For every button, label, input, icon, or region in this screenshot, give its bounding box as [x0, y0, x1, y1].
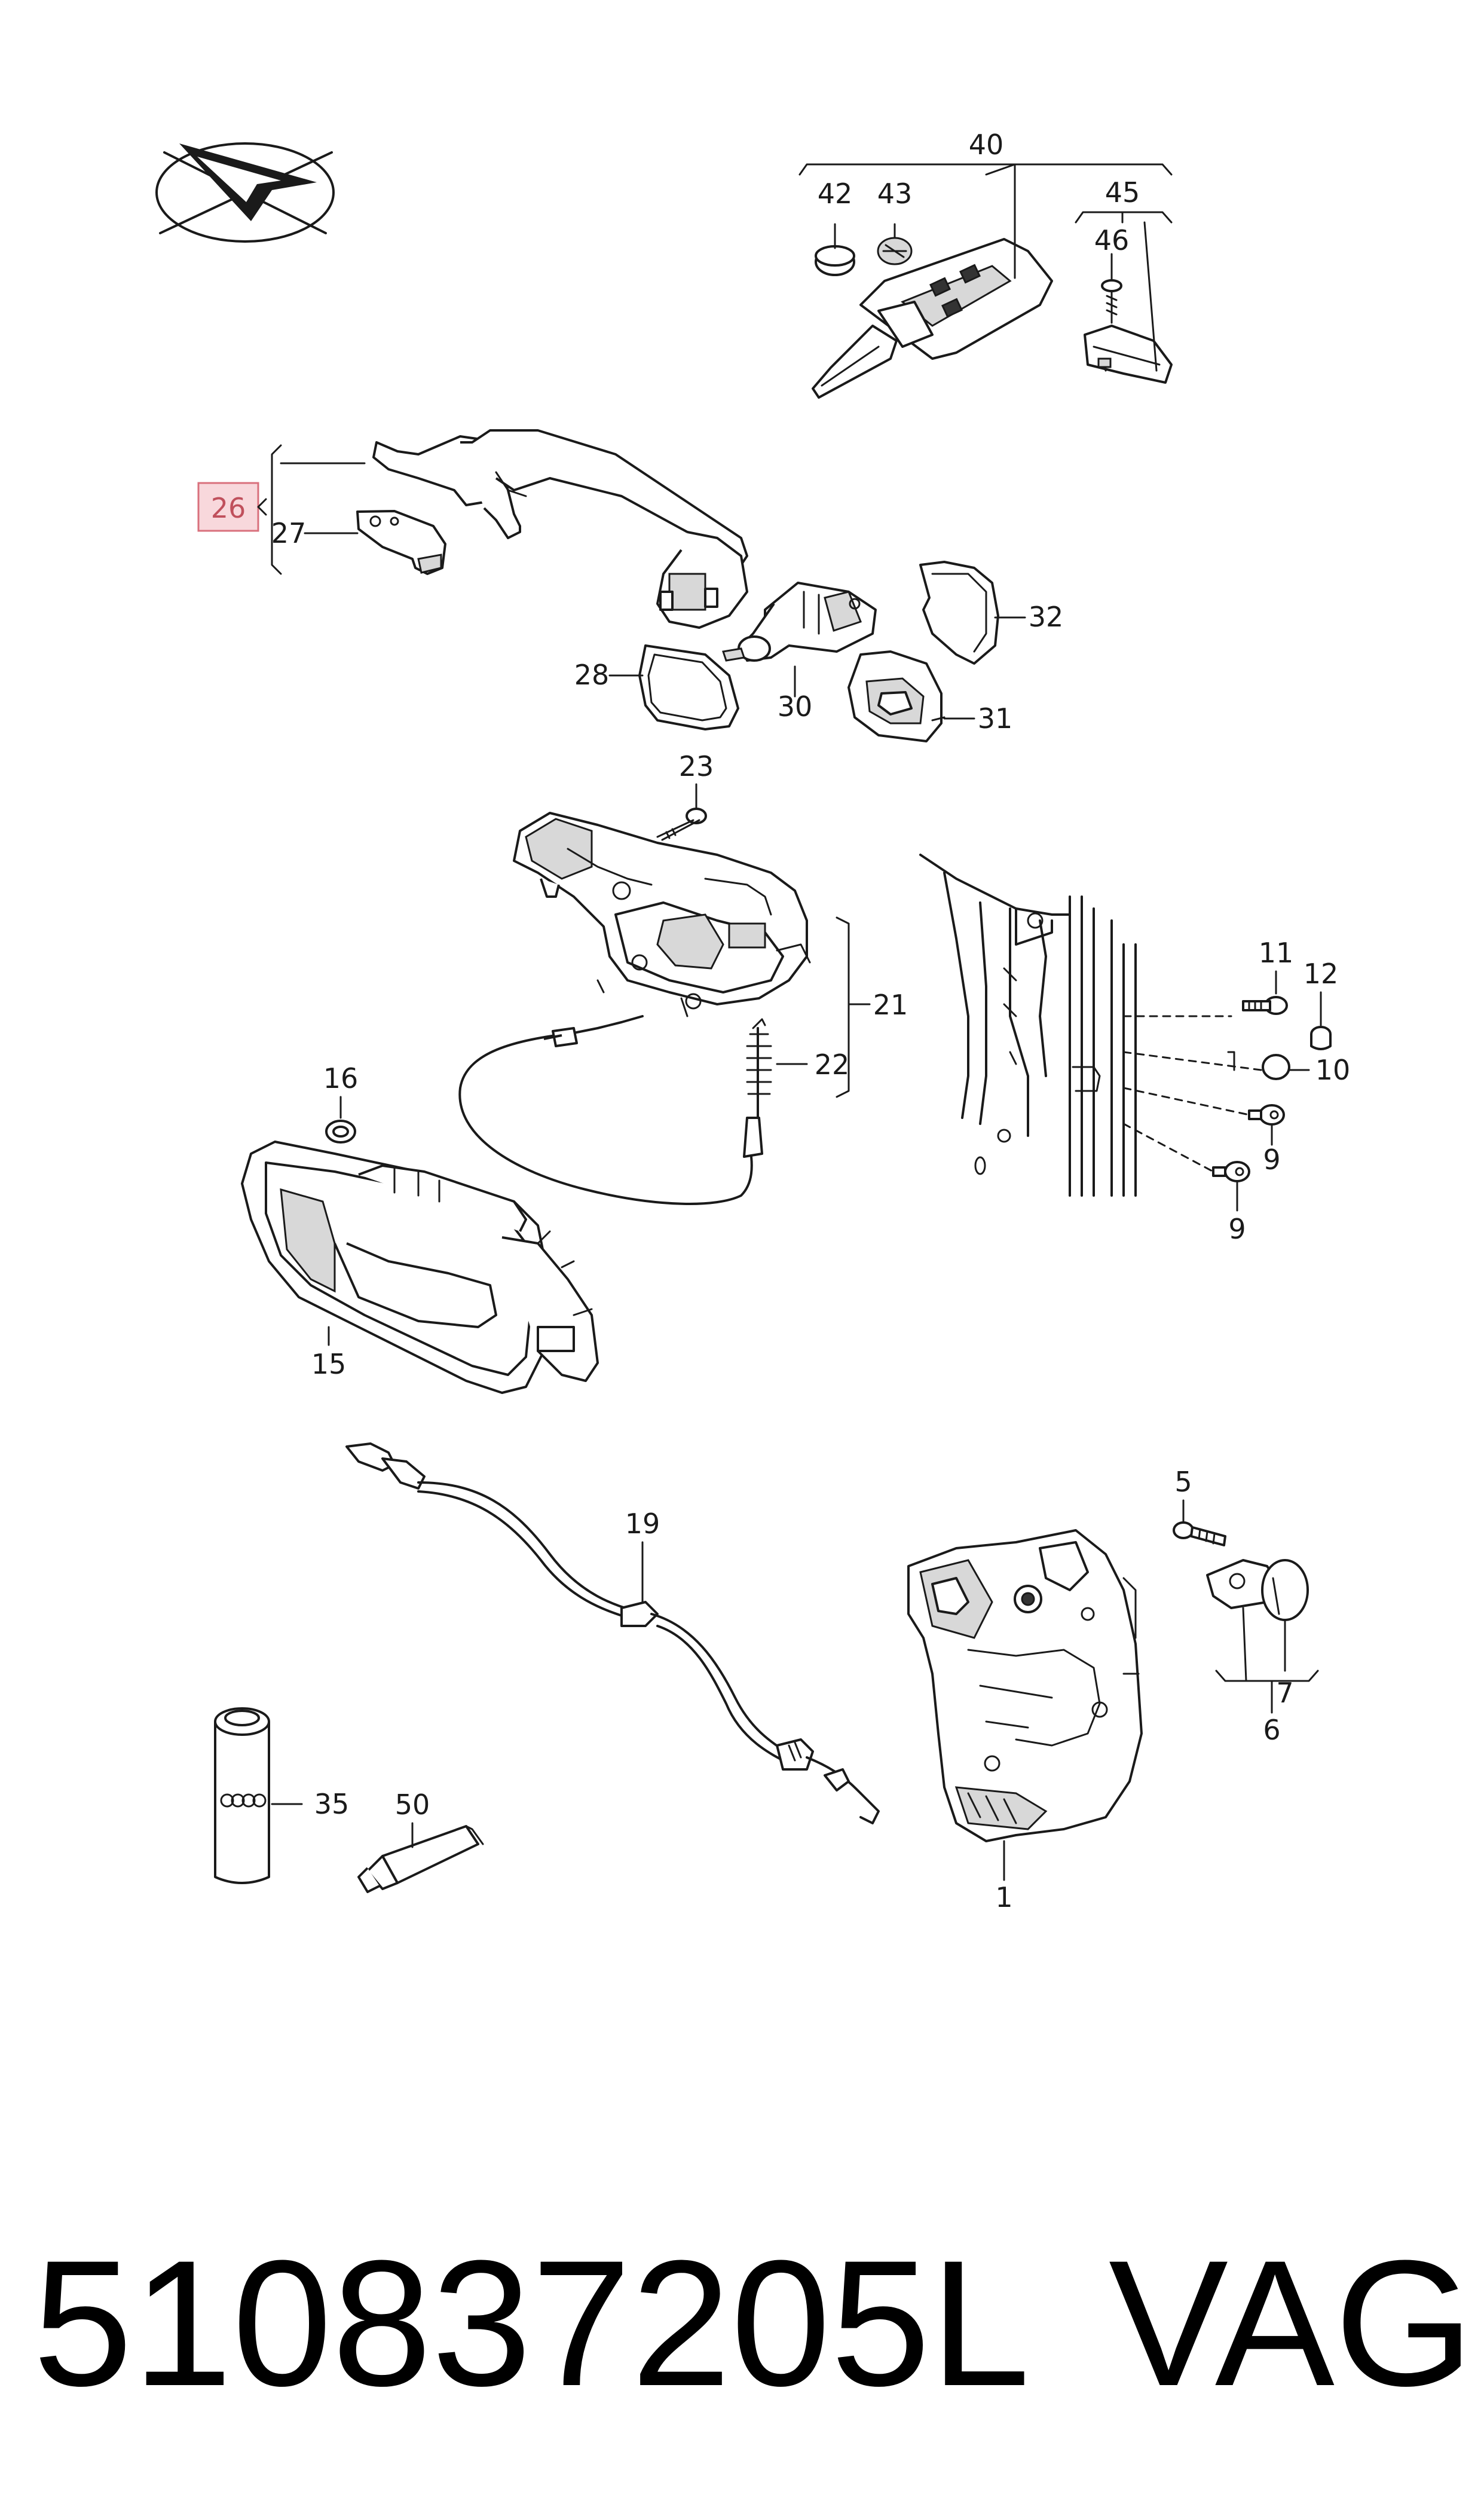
outer-handle-drawing [372, 429, 748, 629]
striker-cap-drawing [1310, 1026, 1332, 1050]
lock-cylinder-drawing [722, 582, 877, 662]
callout-11: 11 [1259, 937, 1294, 969]
door-frame-drawing [919, 854, 1137, 1197]
door-lock-drawing [907, 1529, 1143, 1842]
callout-lines-carrier [695, 783, 871, 1098]
callout-32: 32 [1029, 601, 1064, 633]
handle-cap-drawing [919, 561, 999, 665]
callout-23: 23 [679, 750, 714, 782]
striker-bolt-drawing [1242, 996, 1288, 1015]
callout-12: 12 [1304, 958, 1339, 990]
callout-35: 35 [314, 1788, 350, 1820]
key-fob-drawing [812, 238, 1053, 399]
callout-31: 31 [978, 702, 1013, 735]
grease-tube-drawing [357, 1825, 484, 1893]
callout-6: 6 [1263, 1714, 1280, 1746]
gasket-drawing [638, 644, 739, 730]
inner-handle-drawing [241, 1141, 599, 1394]
battery-cap-drawing [815, 245, 855, 276]
handle-carrier-drawing [513, 812, 811, 1017]
callout-43: 43 [877, 178, 913, 210]
callout-45: 45 [1105, 176, 1140, 209]
callout-9-upper: 9 [1263, 1144, 1280, 1176]
screw-drawing-2 [1212, 1161, 1250, 1182]
handle-trim-drawing [356, 510, 446, 575]
callout-22: 22 [815, 1048, 850, 1081]
callout-26: 26 [211, 492, 246, 524]
callout-15: 15 [311, 1348, 347, 1380]
callout-28: 28 [574, 659, 610, 691]
callout-42: 42 [818, 178, 853, 210]
key-blade-holder-drawing [1084, 325, 1173, 384]
callout-7: 7 [1276, 1677, 1293, 1709]
bowden-cable-lower-drawing [345, 1442, 880, 1824]
callout-9-lower: 9 [1228, 1213, 1246, 1245]
callout-lines-inner [328, 1096, 342, 1346]
callout-10: 10 [1315, 1054, 1351, 1086]
callout-lines-lock [1003, 1499, 1319, 1881]
emblem-disc-drawing [877, 237, 913, 265]
brand-name: VAG [1109, 2222, 1474, 2423]
callout-30: 30 [778, 690, 813, 723]
screw-drawing [1248, 1104, 1285, 1126]
part-number: 510837205L [33, 2222, 1030, 2423]
callout-lines-handle [271, 444, 1026, 720]
lock-bolt-drawing [1173, 1521, 1226, 1546]
callout-40: 40 [969, 129, 1004, 161]
lock-cover-drawing [1261, 1559, 1309, 1621]
direction-arrow-icon [155, 142, 335, 243]
callout-50: 50 [395, 1789, 430, 1821]
bowden-cable-upper-drawing [458, 1015, 772, 1205]
callout-lines-key [798, 163, 1173, 372]
callout-1: 1 [995, 1881, 1012, 1913]
callout-21: 21 [873, 989, 908, 1021]
callout-46: 46 [1094, 224, 1130, 256]
lubricant-can-drawing [214, 1707, 270, 1884]
small-screw-drawing [1101, 279, 1122, 324]
carrier-bolt-drawing [656, 808, 707, 841]
cap-bezel-drawing [847, 650, 946, 742]
washer-drawing [325, 1120, 356, 1144]
callout-16: 16 [323, 1062, 359, 1095]
callout-lines-misc [271, 1803, 414, 1848]
callout-27: 27 [271, 517, 307, 549]
callout-5: 5 [1174, 1466, 1192, 1498]
callout-19: 19 [625, 1508, 660, 1540]
callout-lines-frame [1122, 970, 1322, 1212]
plug-drawing [1262, 1054, 1290, 1080]
